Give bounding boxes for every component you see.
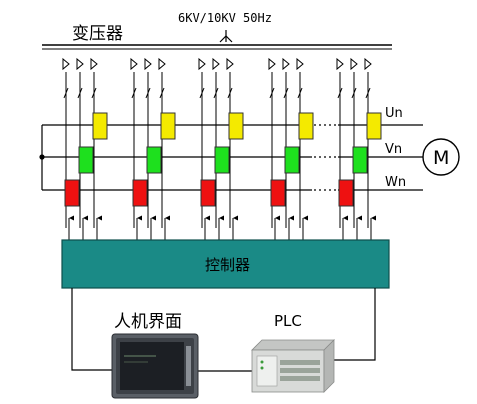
- winding-icon: [364, 57, 372, 71]
- winding-icon: [158, 57, 166, 71]
- winding-icon: [62, 57, 70, 71]
- breaker-tick: [227, 87, 233, 99]
- transformer-label: 变压器: [72, 24, 123, 44]
- plc-label: PLC: [274, 312, 302, 330]
- winding-icon: [130, 57, 138, 71]
- power-cell-w: [338, 179, 354, 207]
- power-cell-u: [298, 112, 314, 140]
- controller-links: [68, 215, 376, 240]
- breaker-tick: [63, 87, 69, 99]
- breaker-tick: [145, 87, 151, 99]
- power-cell-w: [64, 179, 80, 207]
- motor-label: M: [433, 147, 449, 169]
- winding-icon: [296, 57, 304, 71]
- power-cell-v: [352, 146, 368, 174]
- winding-icon: [90, 57, 98, 71]
- neutral-star-point: [39, 154, 45, 160]
- winding-icon: [282, 57, 290, 71]
- breaker-tick: [131, 87, 137, 99]
- winding-icon: [212, 57, 220, 71]
- motor: M: [422, 138, 460, 176]
- breaker-tick: [365, 87, 371, 99]
- power-cell-u: [92, 112, 108, 140]
- breaker-tick: [213, 87, 219, 99]
- phase-label-u: Un: [385, 106, 403, 121]
- power-cell-u: [366, 112, 382, 140]
- breaker-tick: [269, 87, 275, 99]
- plc-module: [251, 339, 335, 393]
- power-cell-v: [78, 146, 94, 174]
- controller-label: 控制器: [205, 256, 250, 274]
- breaker-tick: [351, 87, 357, 99]
- secondary-windings: [62, 57, 372, 228]
- hmi-screen: [120, 342, 184, 390]
- winding-icon: [76, 57, 84, 71]
- winding-icon: [268, 57, 276, 71]
- hmi-panel: [111, 333, 199, 399]
- plc-link: [328, 288, 376, 361]
- supply-label: 6KV/10KV 50Hz: [178, 11, 272, 25]
- hmi-link: [71, 288, 112, 371]
- winding-icon: [350, 57, 358, 71]
- motor-circle: [422, 138, 460, 176]
- hmi-label: 人机界面: [114, 312, 182, 332]
- phase-label-w: Wn: [385, 175, 406, 190]
- breaker-tick: [283, 87, 289, 99]
- power-cell-w: [270, 179, 286, 207]
- breaker-tick: [337, 87, 343, 99]
- power-cell-w: [132, 179, 148, 207]
- power-cell-w: [200, 179, 216, 207]
- supply-input-symbol: [219, 30, 233, 43]
- power-cell-v: [284, 146, 300, 174]
- power-cell-v: [214, 146, 230, 174]
- winding-icon: [226, 57, 234, 71]
- breaker-tick: [77, 87, 83, 99]
- phase-label-v: Vn: [385, 142, 402, 157]
- winding-icon: [198, 57, 206, 71]
- power-cells: [64, 112, 382, 207]
- winding-icon: [336, 57, 344, 71]
- power-cell-v: [146, 146, 162, 174]
- breaker-tick: [199, 87, 205, 99]
- power-cell-u: [228, 112, 244, 140]
- power-cell-u: [160, 112, 176, 140]
- controller-box: [61, 239, 390, 289]
- breaker-tick: [297, 87, 303, 99]
- breaker-tick: [159, 87, 165, 99]
- breaker-tick: [91, 87, 97, 99]
- winding-icon: [144, 57, 152, 71]
